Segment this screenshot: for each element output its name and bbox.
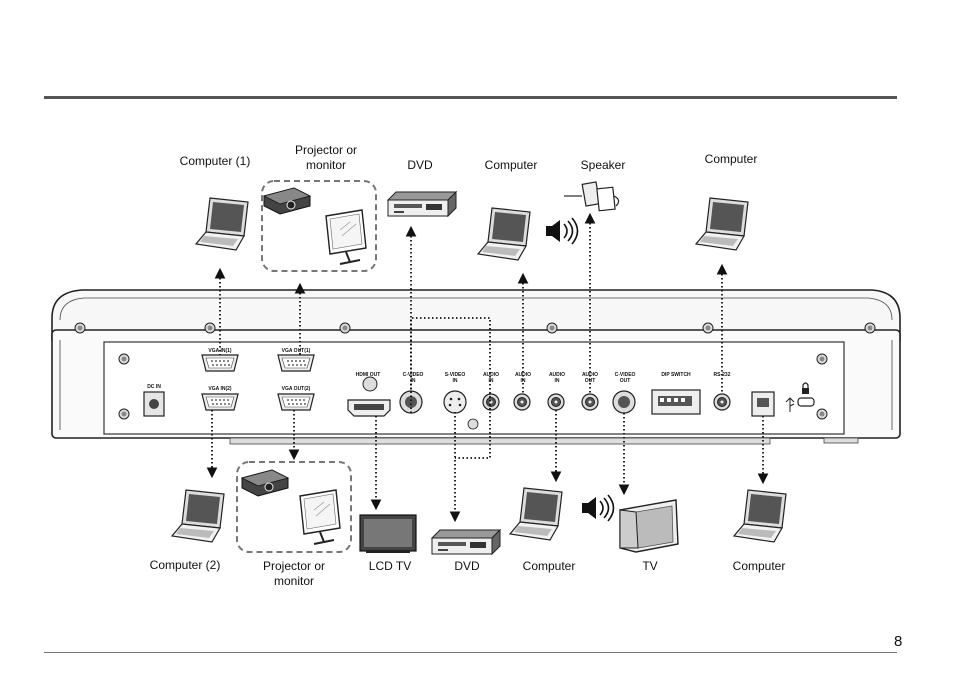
label-vga-in-2: VGA IN(2): [208, 386, 231, 392]
port-audio-in-c: [547, 393, 565, 411]
dip-switch: [651, 389, 701, 415]
laptop-icon-computer-top-a: [477, 207, 531, 261]
label-dvd-top: DVD: [407, 158, 433, 172]
label-dip-switch: DIP SWITCH: [661, 372, 691, 378]
port-hdmi-out: [347, 376, 391, 417]
port-c-video-out: [612, 390, 636, 414]
port-vga-out-2: [277, 393, 315, 411]
laptop-icon-computer-bottom-b: [733, 489, 787, 543]
laptop-icon-computer-1: [195, 197, 249, 251]
label-dc-in: DC IN: [147, 384, 161, 390]
label-vga-out-2: VGA OUT(2): [282, 386, 311, 392]
label-computer-bottom-a: Computer: [522, 559, 576, 573]
speaker-icon: [564, 181, 620, 212]
connection-lines: [206, 212, 769, 523]
label-computer-2: Computer (2): [149, 558, 221, 572]
label-audio-in-b-2: IN: [521, 378, 526, 384]
label-audio-in-c-2: IN: [555, 378, 560, 384]
label-computer-top-b: Computer: [704, 152, 758, 166]
label-c-video-in: C-VIDEO: [403, 372, 424, 378]
label-hdmi-out: HDMI OUT: [356, 372, 381, 378]
label-dvd-bottom: DVD: [454, 559, 480, 573]
laptop-icon-computer-top-b: [695, 197, 749, 251]
label-audio-in-a: AUDIO: [483, 372, 499, 378]
usb-icon: [785, 397, 795, 412]
label-computer-top-a: Computer: [484, 158, 538, 172]
port-audio-in-a: [482, 393, 500, 411]
label-s-video-in: S-VIDEO: [445, 372, 466, 378]
label-vga-out-1: VGA OUT(1): [282, 348, 311, 354]
dvd-icon-bottom: [431, 529, 501, 555]
projector-group-top: [261, 180, 377, 272]
projector-icon-bottom: [241, 469, 289, 497]
tv-icon: [619, 499, 679, 553]
label-audio-in-c: AUDIO: [549, 372, 565, 378]
port-rs232: [713, 393, 731, 411]
page-number: 8: [894, 633, 903, 650]
projector-icon-top: [263, 187, 311, 215]
bottom-rule: [44, 652, 897, 653]
port-vga-in-1: [201, 354, 239, 372]
label-speaker: Speaker: [580, 158, 626, 172]
port-audio-out: [581, 393, 599, 411]
label-lcd-tv: LCD TV: [368, 559, 412, 573]
port-dc-in: [143, 391, 165, 417]
label-projector-top: Projector or monitor: [294, 143, 358, 172]
lock-icon: [797, 382, 815, 407]
top-rule: [44, 96, 897, 99]
projector-group-bottom: [236, 461, 352, 553]
label-c-video-out: C-VIDEO: [615, 372, 636, 378]
port-vga-in-2: [201, 393, 239, 411]
label-tv: TV: [642, 559, 658, 573]
label-projector-bottom: Projector or monitor: [262, 559, 326, 588]
label-c-video-in-2: IN: [411, 378, 416, 384]
monitor-icon-top: [325, 209, 367, 265]
port-audio-in-b: [513, 393, 531, 411]
laptop-icon-computer-bottom-a: [509, 487, 563, 541]
port-usb: [751, 391, 775, 417]
label-computer-bottom-b: Computer: [732, 559, 786, 573]
laptop-icon-computer-2: [171, 489, 225, 543]
dvd-icon-top: [387, 191, 457, 217]
monitor-icon-bottom: [299, 489, 341, 545]
label-audio-in-a-2: IN: [489, 378, 494, 384]
port-s-video-in: [443, 390, 479, 430]
label-s-video-in-2: IN: [453, 378, 458, 384]
label-c-video-out-2: OUT: [620, 378, 631, 384]
label-audio-out-2: OUT: [585, 378, 596, 384]
lcd-tv-icon: [359, 514, 417, 553]
port-c-video-in: [399, 390, 423, 414]
speaker-sound-icon-top: [545, 217, 579, 245]
speaker-sound-icon-bottom: [581, 494, 615, 522]
port-vga-out-1: [277, 354, 315, 372]
label-computer-1: Computer (1): [179, 154, 251, 168]
